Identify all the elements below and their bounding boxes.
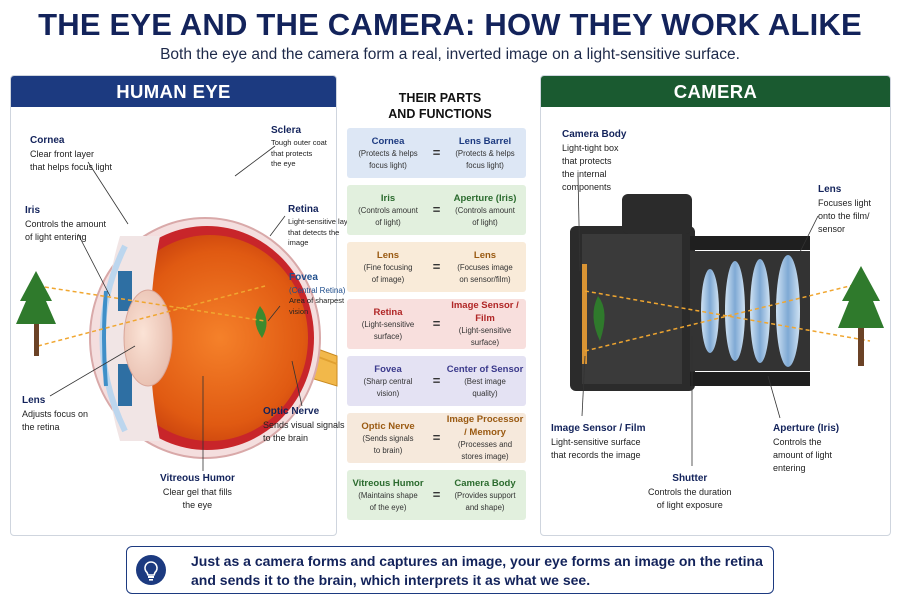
part-function: of image) [371,274,405,284]
camera-panel-header: CAMERA [541,76,890,107]
part-name: Camera Body [454,477,516,489]
part-function: quality) [472,388,498,398]
part-name: Iris [380,192,396,204]
part-function: focus light) [466,160,504,170]
camera-part-cell: Image Sensor / Film (Light-sensitive surfa… [446,299,524,349]
part-function: of light) [472,217,498,227]
part-function: (Controls amount [455,205,515,215]
eye-part-cell: Lens(Fine focusing of image) [349,242,427,292]
comparison-row: Fovea(Sharp central vision) = Center of Sen… [347,356,526,406]
eye-illustration [16,145,338,471]
camera-illustration [570,175,884,466]
equals-sign: = [432,259,441,274]
eye-part-cell: Cornea(Protects & helps focus light) [349,128,427,178]
equals-sign: = [432,316,441,331]
part-function: of the eye) [369,502,407,512]
camera-label-sensor: Image Sensor / Film Light-sensitive surf… [551,423,646,460]
part-name: Cornea [371,135,405,147]
part-name: Retina [373,306,403,318]
eye-part-cell: Fovea(Sharp central vision) [349,356,427,406]
comparison-row: Optic Nerve(Sends signals to brain) = Image… [347,413,526,463]
eye-label-fovea: Fovea (Central Retina) Area of sharpest … [289,272,346,316]
part-function: (Light-sensitive [361,319,415,329]
tree-icon [16,271,56,356]
eye-label-optic-nerve: Optic Nerve Sends visual signals to the … [263,406,345,443]
camera-label-lens: Lens Focuses light onto the film/ sensor [818,184,872,234]
part-name: Optic Nerve [361,420,415,432]
part-function: (Light-sensitive [458,326,512,335]
part-name: Lens [473,249,497,261]
part-function: of light) [375,217,401,227]
eye-label-lens: Lens Adjusts focus on the retina [22,395,89,432]
part-name: Vitreous Humor [352,477,424,489]
part-function: stores image) [461,452,509,461]
eye-part-cell: Vitreous Humor(Maintains shape of the eye… [349,470,427,520]
bottom-note-text: Just as a camera forms and captures an i… [191,553,763,588]
comparison-row: Vitreous Humor(Maintains shape of the eye… [347,470,526,520]
camera-part-cell: Image Processor / Memory (Processes and st… [446,413,524,463]
part-function: surface) [373,331,403,341]
equals-sign: = [432,373,441,388]
eye-label-sclera: Sclera Tough outer coat that protects th… [271,125,327,168]
tree-icon [838,266,884,366]
part-function: (Fine focusing [363,262,413,272]
camera-part-cell: Center of Sensor(Best image quality) [446,356,524,406]
part-function: (Protects & helps [455,148,515,158]
part-name: Aperture (Iris) [453,192,517,204]
part-function: (Controls amount [358,205,418,215]
part-name: Image Sensor / Film [451,300,519,324]
eye-part-cell: Retina(Light-sensitive surface) [349,299,427,349]
camera-label-aperture: Aperture (Iris) Controls the amount of l… [773,423,840,473]
part-function: (Sharp central [363,376,413,386]
equals-sign: = [432,202,441,217]
part-function: (Protects & helps [358,148,418,158]
part-name: Fovea [374,363,402,375]
part-name: Image Processor / Memory [446,414,524,438]
part-function: vision) [376,388,400,398]
part-name: Center of Sensor [446,363,524,375]
part-function: focus light) [369,160,407,170]
part-name: Lens [376,249,400,261]
camera-label-shutter: Shutter Controls the duration of light e… [648,473,732,510]
part-function: and shape) [465,502,505,512]
part-function: to brain) [373,445,403,455]
eye-part-cell: Optic Nerve(Sends signals to brain) [349,413,427,463]
camera-part-cell: Lens(Focuses image on sensor/film) [446,242,524,292]
bottom-note: Just as a camera forms and captures an i… [126,546,774,594]
eye-panel-header: HUMAN EYE [11,76,336,107]
equals-sign: = [432,430,441,445]
eye-label-vitreous: Vitreous Humor Clear gel that fills the … [160,473,235,510]
main-title: THE EYE AND THE CAMERA: HOW THEY WORK AL… [38,7,862,42]
subtitle: Both the eye and the camera form a real,… [160,46,740,63]
eye-part-cell: Iris(Controls amount of light) [349,185,427,235]
eye-label-retina: Retina Light-sensitive layer that detect… [288,204,355,247]
equals-sign: = [432,145,441,160]
eye-label-cornea: Cornea Clear front layer that helps focu… [30,135,113,172]
equals-sign: = [432,487,441,502]
camera-part-cell: Lens Barrel(Protects & helps focus light) [446,128,524,178]
part-function: surface) [470,338,500,347]
eye-label-iris: Iris Controls the amount of light enteri… [25,205,107,242]
part-function: (Focuses image [457,262,513,272]
part-function: (Sends signals [362,433,414,443]
part-function: on sensor/film) [459,274,511,284]
camera-label-body: Camera Body Light-tight box that protect… [562,129,627,192]
part-name: Lens Barrel [458,135,512,147]
camera-part-cell: Aperture (Iris)(Controls amount of light) [446,185,524,235]
part-function: (Processes and [457,440,513,449]
part-function: (Best image [464,376,506,386]
camera-part-cell: Camera Body(Provides support and shape) [446,470,524,520]
part-function: (Provides support [454,490,516,500]
lightbulb-icon [136,555,166,585]
part-function: (Maintains shape [358,490,418,500]
